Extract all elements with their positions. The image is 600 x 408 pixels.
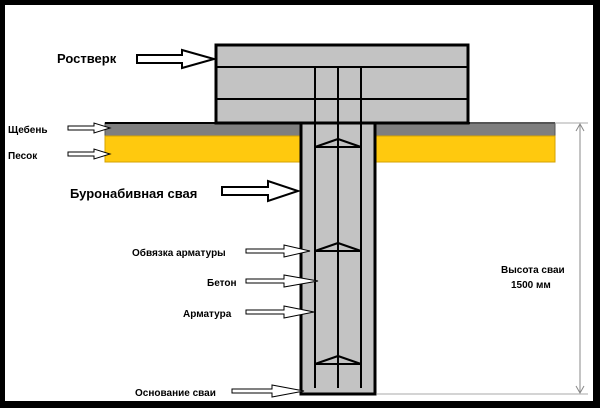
arrow-right-icon	[67, 148, 112, 160]
label-shcheben: Щебень	[8, 124, 48, 136]
label-rebar: Арматура	[183, 309, 232, 320]
label-pesok: Песок	[8, 151, 38, 162]
rebar-tie	[314, 355, 362, 365]
arrow-right-icon	[67, 122, 112, 134]
label-rebar-binding: Обвязка арматуры	[132, 247, 226, 259]
arrow-right-icon	[136, 48, 218, 70]
label-concrete: Бетон	[207, 278, 237, 289]
arrow-right-icon	[245, 244, 311, 258]
pile-cap	[214, 43, 470, 125]
rebar-tie	[314, 242, 362, 252]
arrow-right-icon	[231, 384, 305, 398]
rebar-tie	[314, 138, 362, 148]
label-pile-base: Основание сваи	[135, 388, 216, 399]
arrow-right-icon	[245, 305, 315, 319]
label-rostverk: Ростверк	[57, 51, 117, 66]
arrow-up-icon	[575, 122, 585, 132]
label-height-title: Высота сваи	[501, 265, 565, 276]
arrow-down-icon	[575, 385, 585, 395]
label-height-value: 1500 мм	[511, 280, 551, 291]
arrow-right-icon	[245, 274, 319, 288]
arrow-right-icon	[221, 179, 302, 203]
label-bored-pile: Буронабивная свая	[70, 186, 197, 201]
